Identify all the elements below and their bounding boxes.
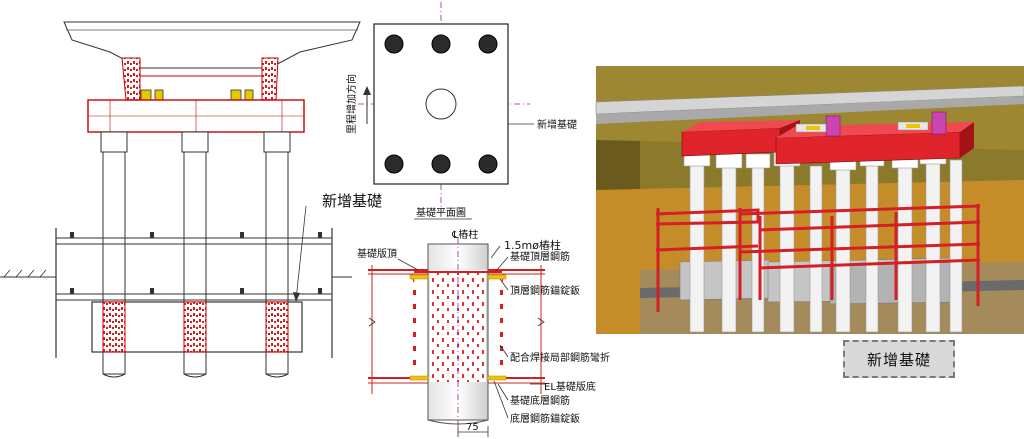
elevation-new-foundation-label: 新增基礎 (322, 192, 382, 210)
section-view: ℄樁柱 1.5mø樁柱 基礎版頂 基礎頂層鋼筋 頂層鋼筋錨錠鈑 配合焊接局部鋼筋… (357, 228, 610, 437)
section-top-of-slab: 基礎版頂 (357, 247, 397, 260)
section-weld-note: 配合焊接局部鋼筋彎折 (510, 351, 610, 364)
plan-view: 里程增加方向 新增基礎 基礎平面圖 (345, 2, 577, 220)
new-foundation-badge: 新增基礎 (843, 340, 955, 378)
badge-label: 新增基礎 (866, 350, 931, 369)
section-top-anchor-plate: 頂層鋼筋錨錠鈑 (510, 284, 580, 297)
section-bottom-anchor-plate: 底層鋼筋錨錠鈑 (510, 412, 580, 425)
section-pile-diameter: 1.5mø樁柱 (504, 238, 561, 252)
section-top-rebar: 基礎頂層鋼筋 (510, 250, 570, 263)
section-dimension: 75 (466, 422, 479, 433)
plan-title: 基礎平面圖 (416, 206, 466, 219)
section-el-bottom: EL基礎版底 (544, 380, 596, 393)
section-bottom-rebar: 基礎底層鋼筋 (510, 394, 570, 407)
elevation-view: 新增基礎 (0, 21, 382, 378)
section-pile-centerline: ℄樁柱 (451, 228, 478, 241)
plan-direction-label: 里程增加方向 (345, 74, 358, 134)
render-view (595, 66, 1024, 334)
plan-new-foundation-label: 新增基礎 (537, 118, 577, 131)
